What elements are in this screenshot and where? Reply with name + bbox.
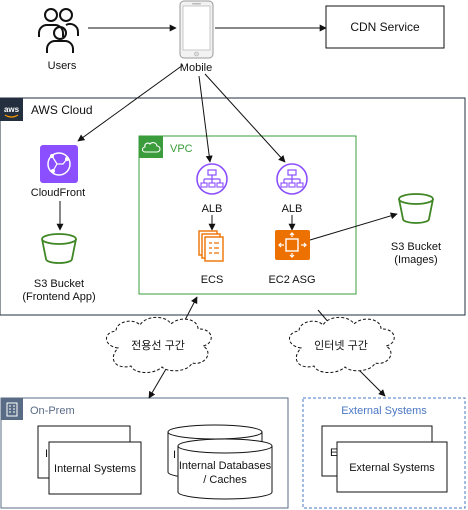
internal-db-back-label: I bbox=[173, 449, 176, 461]
internal-systems-label: Internal Systems bbox=[54, 463, 136, 475]
vpc-label: VPC bbox=[170, 143, 193, 155]
ecs-label: ECS bbox=[201, 274, 224, 286]
cloudfront-node: CloudFront bbox=[31, 145, 85, 199]
building-icon bbox=[6, 402, 18, 417]
internet-label: 인터넷 구간 bbox=[314, 339, 368, 352]
edge-ec2-s3images bbox=[309, 212, 398, 241]
alb-right-label: ALB bbox=[282, 203, 303, 215]
aws-cloud-label: AWS Cloud bbox=[31, 103, 93, 117]
onprem-label: On-Prem bbox=[30, 405, 75, 417]
users-icon bbox=[38, 8, 80, 53]
edge-internet-external bbox=[356, 367, 386, 397]
edge-mobile-cloudfront bbox=[77, 64, 184, 142]
cdn-node: CDN Service bbox=[325, 5, 445, 49]
ecs-containers-icon bbox=[198, 230, 224, 262]
aws-logo-text: aws bbox=[4, 105, 20, 114]
cloudfront-label: CloudFront bbox=[31, 187, 85, 199]
dedicated-line-cloud: 전용선 구간 bbox=[106, 316, 212, 373]
ecs-node: ECS bbox=[198, 230, 224, 286]
vpc-cloud-icon bbox=[141, 142, 161, 153]
alb-right-node: ALB bbox=[276, 163, 308, 215]
ec2-asg-node: EC2 ASG bbox=[268, 230, 316, 286]
external-group: External Systems bbox=[302, 397, 466, 509]
mobile-phone-icon bbox=[179, 0, 214, 59]
internal-systems-node: I Internal Systems bbox=[37, 425, 142, 495]
users-node: Users bbox=[38, 8, 80, 72]
s3-images-node: S3 Bucket (Images) bbox=[391, 193, 441, 266]
aws-cloud-group: aws AWS Cloud bbox=[0, 97, 466, 316]
dedicated-line-label: 전용선 구간 bbox=[131, 339, 185, 352]
external-systems-node: E External Systems bbox=[321, 425, 448, 493]
ec2-asg-label: EC2 ASG bbox=[268, 274, 315, 286]
vpc-group: VPC bbox=[138, 135, 357, 295]
internal-db-label-line2: / Caches bbox=[203, 474, 247, 486]
edge-cloud-onprem bbox=[148, 368, 167, 399]
internal-databases-node: I Internal Databases / Caches bbox=[167, 424, 273, 500]
edge-mobile-alb-right bbox=[204, 73, 286, 163]
cdn-label: CDN Service bbox=[350, 20, 420, 34]
mobile-label: Mobile bbox=[180, 62, 212, 74]
internet-cloud: 인터넷 구간 bbox=[289, 316, 395, 373]
alb-left-label: ALB bbox=[202, 203, 223, 215]
internal-systems-back-label: I bbox=[45, 448, 48, 460]
s3-bucket-icon bbox=[41, 233, 77, 264]
s3-images-label-line1: S3 Bucket bbox=[391, 241, 441, 253]
load-balancer-icon bbox=[276, 163, 308, 195]
internal-db-label-line1: Internal Databases bbox=[179, 460, 272, 472]
s3-images-label-line2: (Images) bbox=[394, 254, 437, 266]
external-group-label: External Systems bbox=[341, 405, 427, 417]
external-systems-back-label: E bbox=[330, 447, 337, 459]
edge-mobile-alb-left bbox=[198, 75, 213, 163]
external-systems-label: External Systems bbox=[349, 462, 435, 474]
onprem-group: On-Prem bbox=[0, 397, 289, 509]
s3-frontend-label-line2: (Frontend App) bbox=[22, 291, 95, 303]
alb-left-node: ALB bbox=[196, 163, 228, 215]
ec2-autoscaling-icon bbox=[275, 230, 310, 260]
users-label: Users bbox=[48, 60, 77, 72]
edges bbox=[56, 24, 398, 399]
s3-frontend-label-line1: S3 Bucket bbox=[34, 278, 84, 290]
load-balancer-icon bbox=[196, 163, 228, 195]
s3-frontend-node: S3 Bucket (Frontend App) bbox=[22, 233, 96, 303]
edge-cloud-vpc bbox=[184, 296, 198, 321]
mobile-node: Mobile bbox=[179, 0, 214, 74]
s3-bucket-icon bbox=[398, 193, 434, 224]
